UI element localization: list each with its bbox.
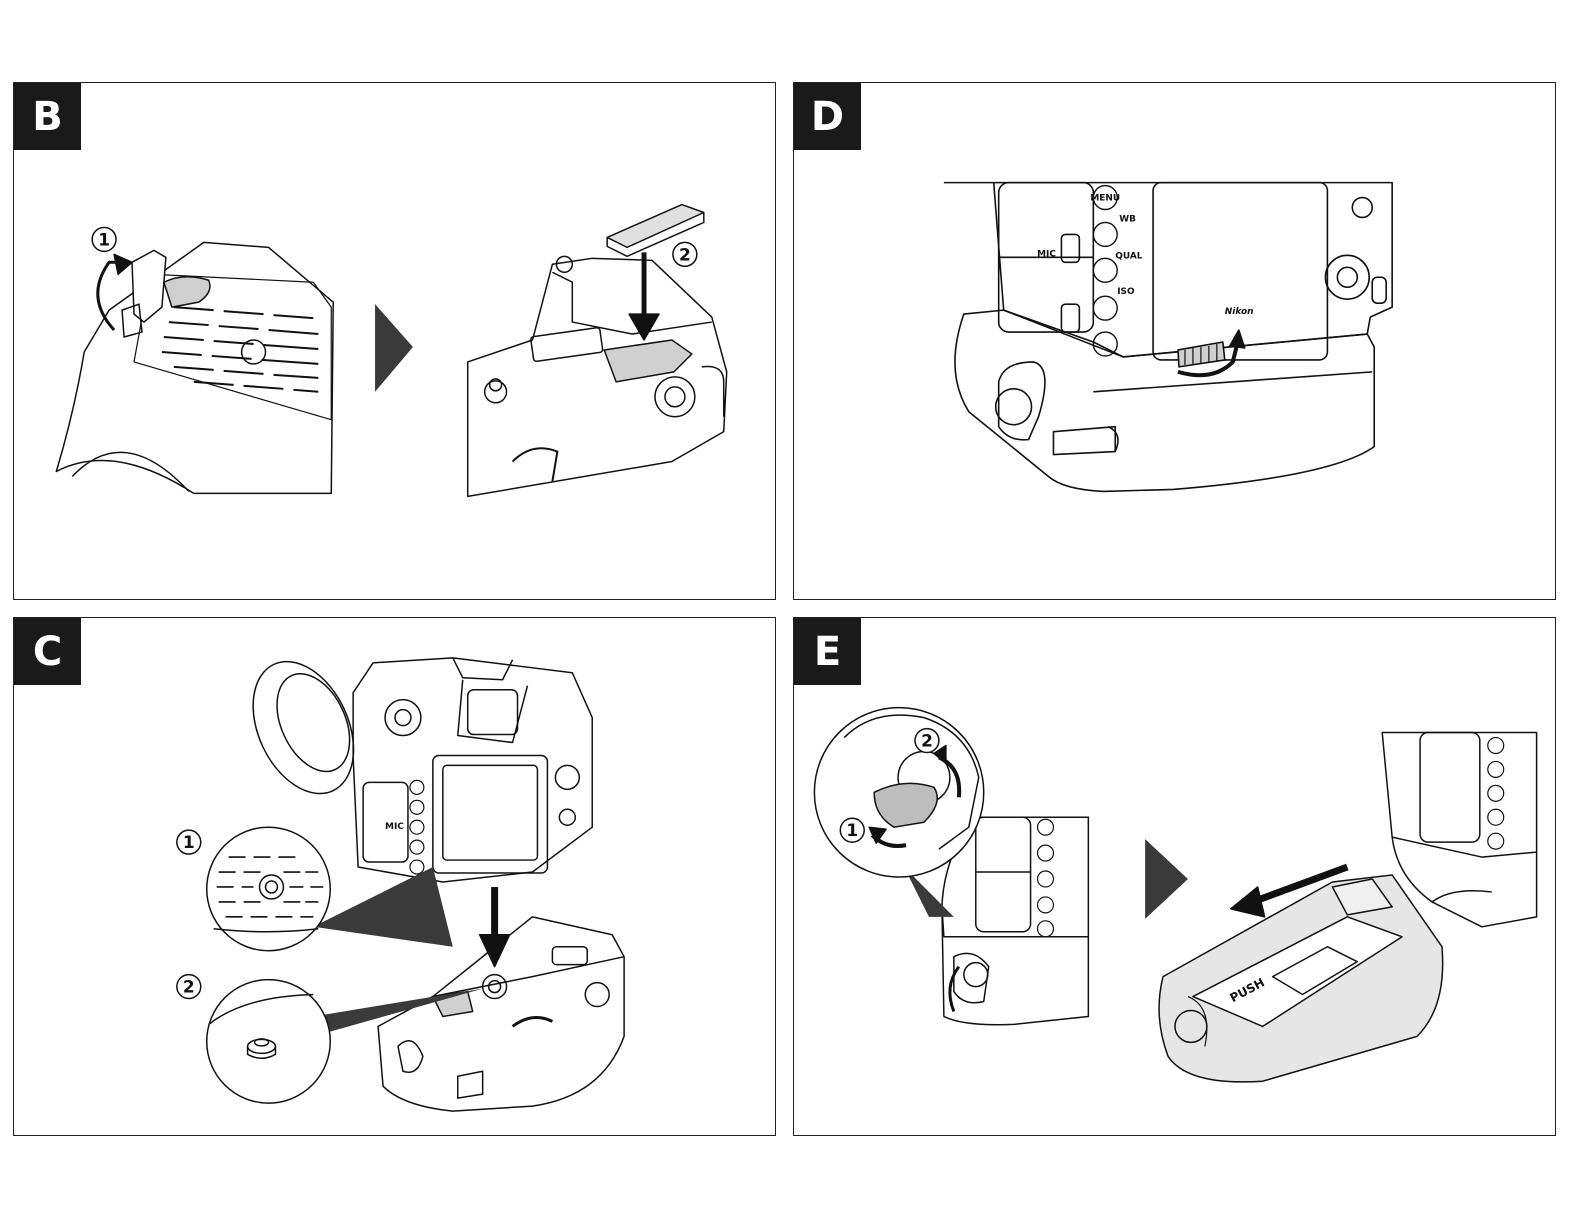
step-label-1: 1	[183, 832, 195, 852]
camera-body-right	[1382, 733, 1536, 858]
battery-grip-left	[942, 907, 1088, 1025]
panel-d-illustration: MENU MIC WB QUAL ISO Nikon	[794, 83, 1555, 599]
iso-label: ISO	[1117, 287, 1135, 297]
panel-e-illustration: 2 1 PUSH	[794, 618, 1555, 1135]
sequence-chevron	[1145, 839, 1188, 919]
step-label-2: 2	[183, 977, 195, 997]
panel-b: B	[13, 82, 776, 600]
camera-body	[353, 658, 592, 882]
battery-grip	[955, 310, 1374, 491]
mic-label: MIC	[385, 822, 404, 832]
brand-logo-text: Nikon	[1225, 307, 1254, 317]
step-label-1: 1	[846, 820, 858, 840]
panel-b-illustration: 1 2	[14, 83, 775, 599]
camera-body	[944, 183, 1392, 357]
qual-label: QUAL	[1115, 251, 1143, 261]
step-label-2: 2	[679, 244, 691, 264]
sequence-chevron	[375, 304, 413, 392]
panel-d: D	[793, 82, 1556, 600]
panel-e: E	[793, 617, 1556, 1136]
panel-c-illustration: 1 2 MIC	[14, 618, 775, 1135]
step-label-2: 2	[921, 731, 933, 751]
panel-c: C	[13, 617, 776, 1136]
mic-label: MIC	[1037, 249, 1056, 259]
step-label-1: 1	[98, 229, 110, 249]
wb-label: WB	[1119, 214, 1136, 224]
menu-button-label: MENU	[1090, 194, 1120, 204]
grip-bottom-left	[56, 242, 333, 493]
lcd-screen	[433, 755, 548, 873]
